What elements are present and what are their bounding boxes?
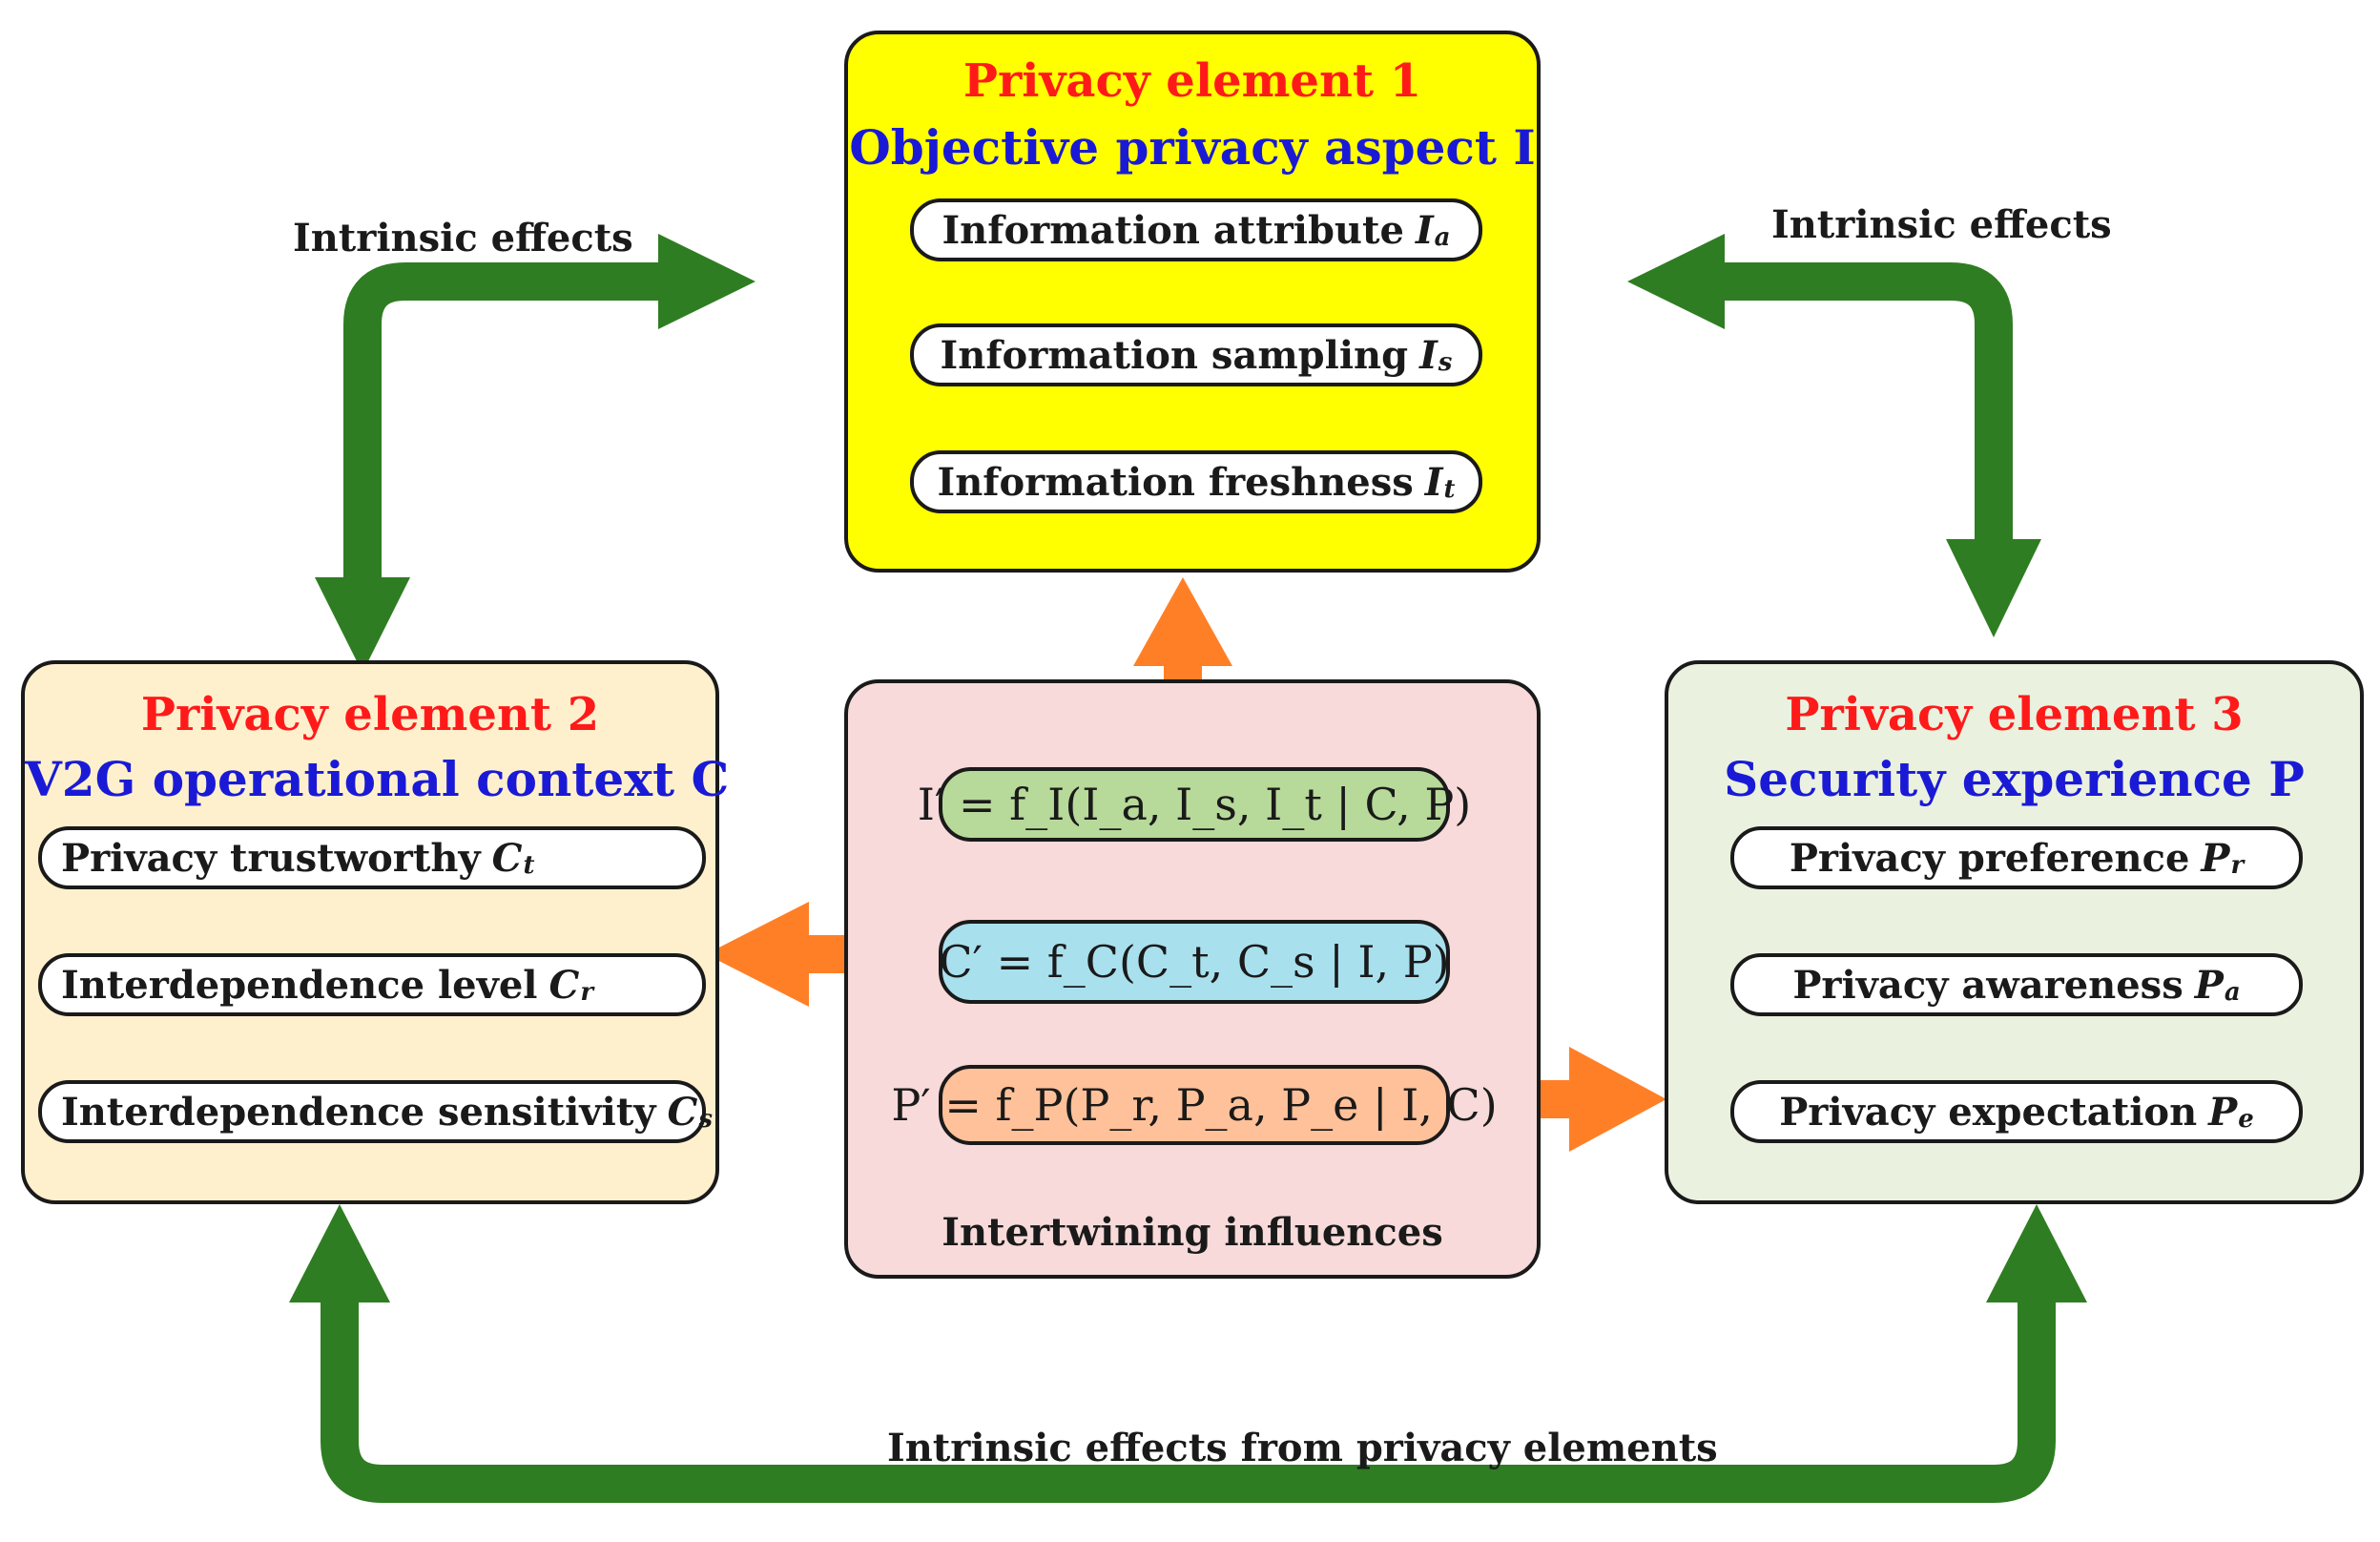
item-subscript: r <box>580 978 594 1007</box>
intrinsic-arrow-top-right <box>1710 262 2013 553</box>
item-label: Privacy preference <box>1789 835 2190 881</box>
item-symbol: C <box>548 962 580 1008</box>
item-subscript: e <box>2238 1105 2254 1134</box>
item-symbol: P <box>2201 835 2230 881</box>
item-label: Privacy awareness <box>1792 962 2183 1008</box>
intertwining-influences-caption: Intertwining influences <box>942 1210 1443 1255</box>
item-label: Information sampling <box>940 332 1409 378</box>
arrowhead-to-element1-right <box>1627 234 1725 329</box>
element2-title: Privacy element 2 <box>140 688 600 741</box>
item-label: Privacy expectation <box>1779 1089 2198 1135</box>
item-symbol: I <box>1424 459 1443 505</box>
element3-title: Privacy element 3 <box>1785 688 2244 741</box>
privacy-element-2-box: Privacy element 2 V2G operational contex… <box>21 660 730 1204</box>
item-label: Privacy trustworthy <box>61 835 481 881</box>
item-label: Information attribute <box>942 207 1404 253</box>
intrinsic-effects-label-right: Intrinsic effects <box>1771 202 2112 247</box>
green-arrows <box>289 234 2087 1503</box>
intertwining-influences-box: I′ = f_I(I_a, I_s, I_t | C, P) C′ = f_C(… <box>844 679 1541 1279</box>
formula-c-prime: C′ = f_C(C_t, C_s | I, P) <box>939 920 1450 1004</box>
formula-i-text: I′ = f_I(I_a, I_s, I_t | C, P) <box>917 779 1472 830</box>
privacy-element-3-box: Privacy element 3 Security experience P … <box>1665 660 2364 1204</box>
item-symbol: C <box>491 835 523 881</box>
item-label: Interdependence sensitivity <box>61 1089 656 1135</box>
item-symbol: C <box>667 1089 698 1135</box>
orange-arrowhead-left <box>706 902 809 1007</box>
item-subscript: s <box>698 1105 714 1134</box>
orange-arrowhead-up <box>1133 577 1232 666</box>
intrinsic-effects-label-bottom: Intrinsic effects from privacy elements <box>887 1426 1718 1470</box>
item-subscript: s <box>1438 348 1453 377</box>
arrowhead-to-element1-left <box>658 234 755 329</box>
formula-i-prime: I′ = f_I(I_a, I_s, I_t | C, P) <box>918 767 1471 842</box>
item-symbol: P <box>2194 962 2224 1008</box>
intrinsic-effects-label-left: Intrinsic effects <box>293 216 633 260</box>
formula-p-text: P′ = f_P(P_r, P_a, P_e | I, C) <box>891 1079 1498 1131</box>
item-label: Interdependence level <box>61 962 538 1008</box>
arrowhead-to-element3-top <box>1946 539 2041 637</box>
privacy-element-1-box: Privacy element 1 Objective privacy aspe… <box>844 31 1541 573</box>
orange-arrowhead-right <box>1569 1047 1666 1152</box>
intrinsic-arrow-top-left <box>343 262 673 592</box>
element1-subtitle: Objective privacy aspect I <box>849 119 1536 176</box>
element1-title: Privacy element 1 <box>962 54 1422 108</box>
element2-subtitle: V2G operational context C <box>25 751 730 807</box>
item-subscript: r <box>2230 851 2245 880</box>
item-subscript: t <box>523 851 535 880</box>
item-subscript: a <box>1434 223 1451 252</box>
item-subscript: t <box>1443 475 1456 504</box>
arrowhead-to-element2-bottom <box>289 1204 390 1302</box>
formula-c-text: C′ = f_C(C_t, C_s | I, P) <box>939 936 1450 988</box>
item-subscript: a <box>2224 978 2241 1007</box>
intrinsic-arrow-bottom <box>321 1288 2056 1503</box>
item-symbol: I <box>1415 207 1434 253</box>
arrowhead-to-element3-bottom <box>1986 1204 2087 1302</box>
element3-subtitle: Security experience P <box>1724 751 2305 807</box>
item-symbol: P <box>2208 1089 2238 1135</box>
formula-p-prime: P′ = f_P(P_r, P_a, P_e | I, C) <box>891 1065 1498 1145</box>
arrowhead-to-element2-top <box>315 577 410 673</box>
item-label: Information freshness <box>937 459 1414 505</box>
item-symbol: I <box>1419 332 1438 378</box>
